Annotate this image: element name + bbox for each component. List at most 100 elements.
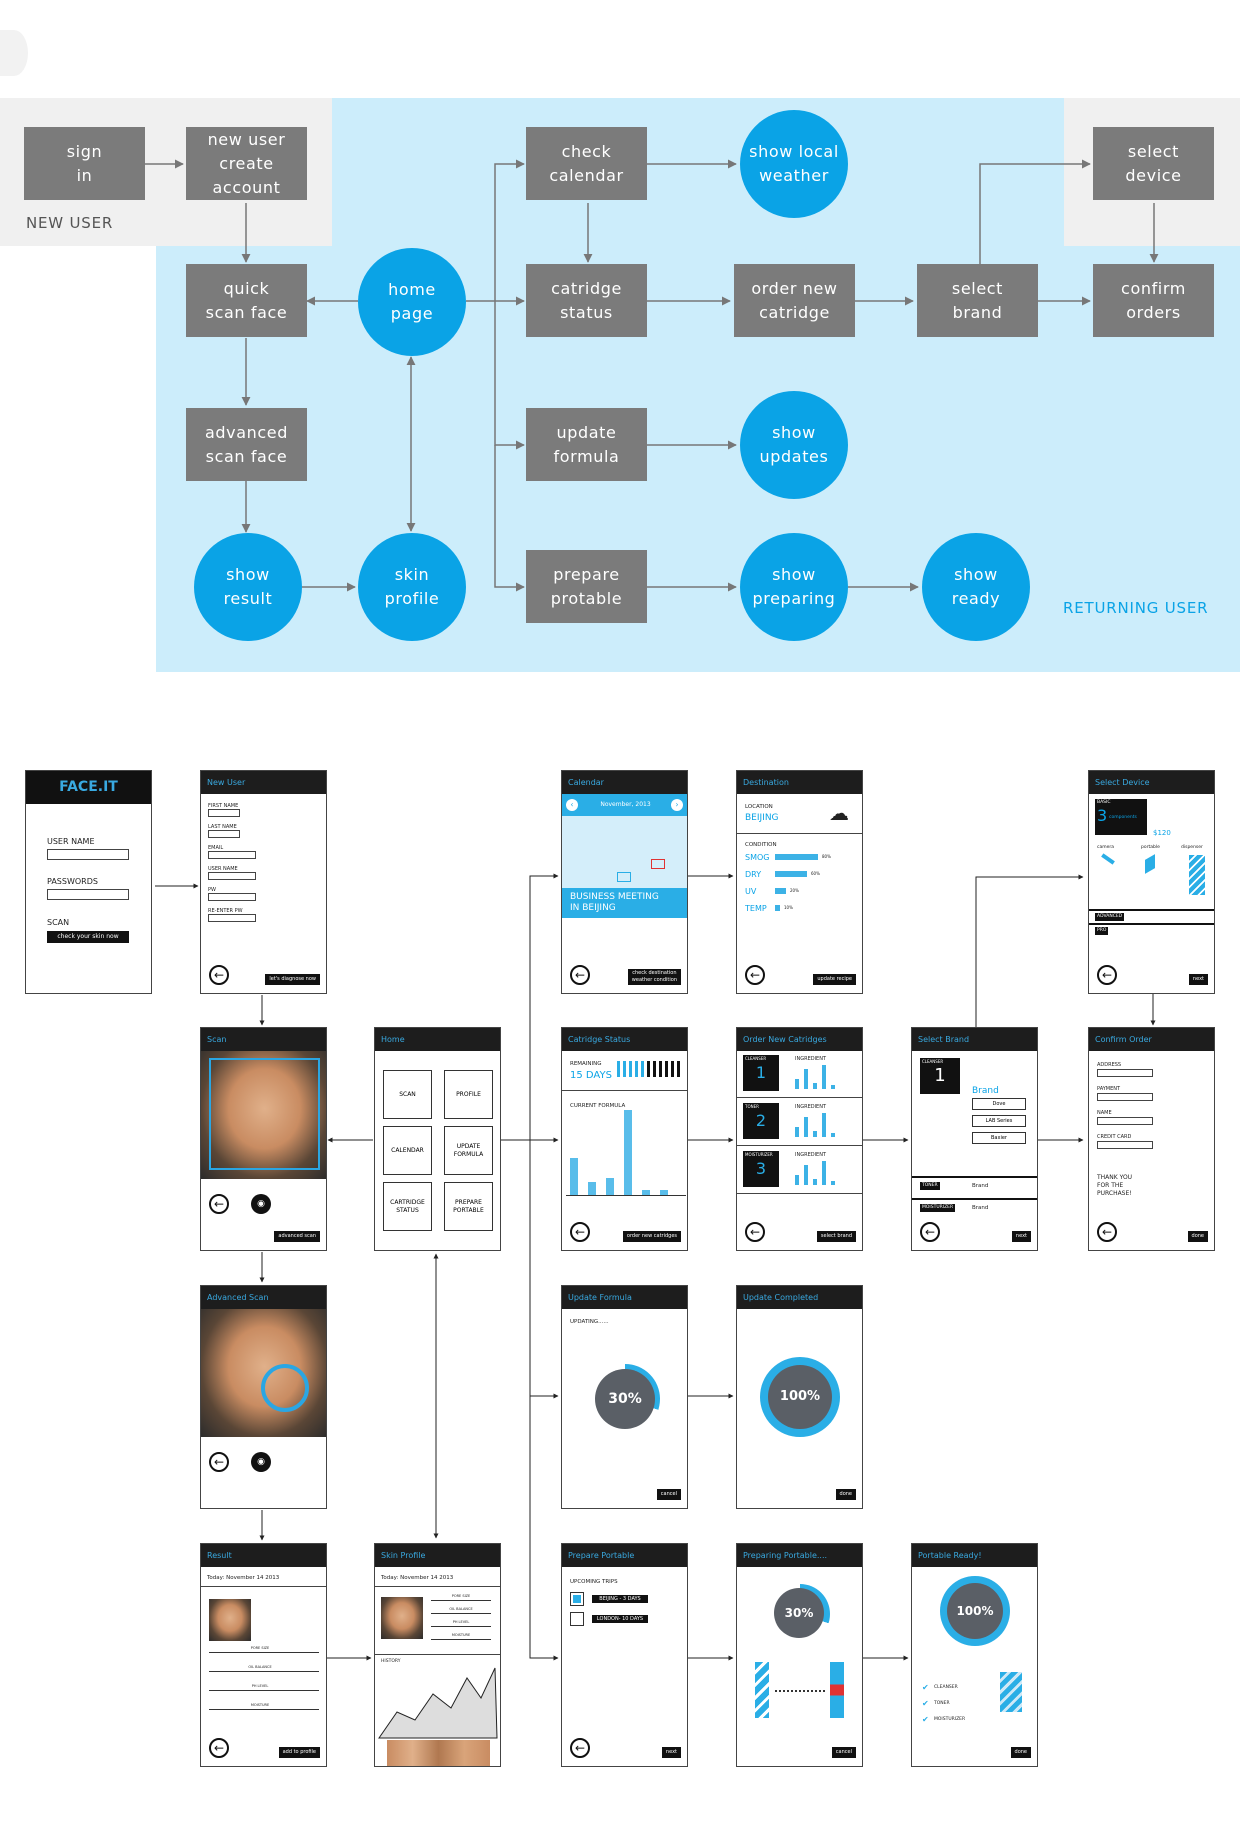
prev-month-icon[interactable]: ‹ bbox=[566, 799, 578, 811]
done-button[interactable]: done bbox=[1010, 1747, 1031, 1758]
back-icon[interactable]: ← bbox=[570, 965, 590, 985]
back-icon[interactable]: ← bbox=[745, 965, 765, 985]
form-input[interactable] bbox=[208, 809, 240, 817]
tier-advanced[interactable]: ADVANCED bbox=[1095, 913, 1125, 921]
form-input[interactable] bbox=[208, 872, 256, 880]
next-button[interactable]: next bbox=[1188, 974, 1208, 985]
calendar-day[interactable] bbox=[583, 846, 597, 856]
done-button[interactable]: done bbox=[835, 1489, 856, 1500]
password-input[interactable] bbox=[47, 889, 129, 900]
trip-checkbox-1[interactable] bbox=[570, 1592, 584, 1606]
form-input[interactable] bbox=[208, 893, 256, 901]
dispenser-shape bbox=[1189, 855, 1205, 895]
back-icon[interactable]: ← bbox=[1097, 965, 1117, 985]
calendar-day[interactable] bbox=[651, 833, 665, 843]
next-month-icon[interactable]: › bbox=[671, 799, 683, 811]
calendar-day[interactable] bbox=[617, 859, 631, 869]
check-weather-button[interactable]: check destination weather condition bbox=[627, 969, 681, 985]
form-input[interactable] bbox=[1097, 1117, 1153, 1125]
field-label: CREDIT CARD bbox=[1097, 1134, 1132, 1140]
calendar-day[interactable] bbox=[566, 846, 580, 856]
calendar-day[interactable] bbox=[600, 859, 614, 869]
calendar-day[interactable] bbox=[634, 859, 648, 869]
form-input[interactable] bbox=[208, 830, 240, 838]
calendar-day[interactable] bbox=[583, 859, 597, 869]
calendar-day[interactable] bbox=[668, 859, 682, 869]
remaining-tick bbox=[671, 1061, 674, 1077]
calendar-day[interactable] bbox=[566, 820, 580, 830]
back-icon[interactable]: ← bbox=[1097, 1222, 1117, 1242]
calendar-day[interactable] bbox=[651, 872, 665, 882]
calendar-day[interactable] bbox=[617, 846, 631, 856]
screen-title: Prepare Portable bbox=[562, 1544, 687, 1567]
calendar-day[interactable] bbox=[583, 833, 597, 843]
update-recipe-button[interactable]: update recipe bbox=[813, 974, 856, 985]
event-banner[interactable]: BUSINESS MEETING IN BEIJING bbox=[562, 888, 687, 918]
brand-option[interactable]: LAB Series bbox=[972, 1115, 1026, 1127]
back-icon[interactable]: ← bbox=[209, 1194, 229, 1214]
calendar-day[interactable] bbox=[634, 833, 648, 843]
back-icon[interactable]: ← bbox=[209, 1452, 229, 1472]
home-tile-scan[interactable]: SCAN bbox=[383, 1070, 432, 1119]
calendar-day[interactable] bbox=[600, 833, 614, 843]
brand-option[interactable]: Baxier bbox=[972, 1132, 1026, 1144]
home-tile-calendar[interactable]: CALENDAR bbox=[383, 1126, 432, 1175]
add-to-profile-button[interactable]: add to profile bbox=[278, 1747, 320, 1758]
calendar-day[interactable] bbox=[668, 846, 682, 856]
back-icon[interactable]: ← bbox=[570, 1738, 590, 1758]
calendar-day[interactable] bbox=[634, 872, 648, 882]
calendar-day[interactable] bbox=[668, 833, 682, 843]
back-icon[interactable]: ← bbox=[209, 1738, 229, 1758]
form-input[interactable] bbox=[1097, 1093, 1153, 1101]
username-input[interactable] bbox=[47, 849, 129, 860]
calendar-day[interactable] bbox=[668, 820, 682, 830]
calendar-day[interactable] bbox=[634, 846, 648, 856]
form-input[interactable] bbox=[1097, 1141, 1153, 1149]
metric-slider bbox=[209, 1709, 319, 1710]
calendar-day[interactable] bbox=[617, 820, 631, 830]
select-brand-button[interactable]: select brand bbox=[816, 1231, 856, 1242]
calendar-day[interactable] bbox=[600, 820, 614, 830]
home-tile-cartridge-status[interactable]: CARTRIDGE STATUS bbox=[383, 1182, 432, 1231]
device-tier-card[interactable] bbox=[1095, 799, 1147, 835]
calendar-day[interactable] bbox=[600, 872, 614, 882]
calendar-day[interactable] bbox=[600, 846, 614, 856]
camera-icon[interactable]: ◉ bbox=[251, 1452, 271, 1472]
home-tile-update-formula[interactable]: UPDATE FORMULA bbox=[444, 1126, 493, 1175]
calendar-day[interactable] bbox=[668, 872, 682, 882]
calendar-day[interactable] bbox=[651, 820, 665, 830]
calendar-day[interactable] bbox=[583, 872, 597, 882]
camera-icon[interactable]: ◉ bbox=[251, 1194, 271, 1214]
order-cartridges-button[interactable]: order new catridges bbox=[622, 1231, 681, 1242]
trip-checkbox-2[interactable] bbox=[570, 1612, 584, 1626]
form-input[interactable] bbox=[1097, 1069, 1153, 1077]
calendar-day[interactable] bbox=[566, 859, 580, 869]
brand-option[interactable]: Dove bbox=[972, 1098, 1026, 1110]
form-input[interactable] bbox=[208, 851, 256, 859]
check-skin-button[interactable]: check your skin now bbox=[47, 931, 129, 943]
calendar-day[interactable] bbox=[651, 859, 665, 869]
calendar-day[interactable] bbox=[566, 833, 580, 843]
home-tile-prepare-portable[interactable]: PREPARE PORTABLE bbox=[444, 1182, 493, 1231]
advanced-scan-button[interactable]: advanced scan bbox=[274, 1231, 320, 1242]
cancel-button[interactable]: cancel bbox=[656, 1489, 681, 1500]
calendar-day[interactable] bbox=[566, 872, 580, 882]
calendar-day[interactable] bbox=[617, 872, 631, 882]
diagnose-button[interactable]: let's diagnose now bbox=[265, 974, 320, 985]
back-icon[interactable]: ← bbox=[209, 965, 229, 985]
back-icon[interactable]: ← bbox=[920, 1222, 940, 1242]
done-button[interactable]: done bbox=[1187, 1231, 1208, 1242]
returning-user-label: RETURNING USER bbox=[1063, 599, 1209, 617]
calendar-day[interactable] bbox=[634, 820, 648, 830]
form-input[interactable] bbox=[208, 914, 256, 922]
tier-pro[interactable]: PRO bbox=[1095, 927, 1109, 935]
next-button[interactable]: next bbox=[1011, 1231, 1031, 1242]
calendar-day[interactable] bbox=[617, 833, 631, 843]
cancel-button[interactable]: cancel bbox=[831, 1747, 856, 1758]
calendar-day[interactable] bbox=[583, 820, 597, 830]
home-tile-profile[interactable]: PROFILE bbox=[444, 1070, 493, 1119]
next-button[interactable]: next bbox=[661, 1747, 681, 1758]
back-icon[interactable]: ← bbox=[745, 1222, 765, 1242]
back-icon[interactable]: ← bbox=[570, 1222, 590, 1242]
calendar-day[interactable] bbox=[651, 846, 665, 856]
